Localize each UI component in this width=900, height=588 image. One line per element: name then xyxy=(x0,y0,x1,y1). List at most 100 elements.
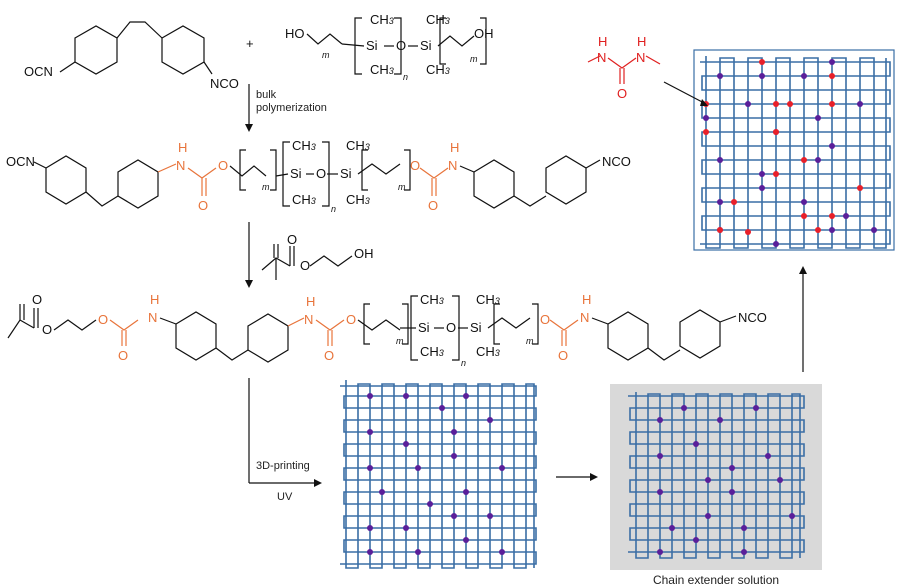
polymerization-label: polymerization xyxy=(256,102,327,114)
crosslink-dot xyxy=(451,453,457,459)
nh-n-label-2: N xyxy=(448,158,457,173)
prepolymer-structure: OCN H N O O m CH3 Si CH3 O n Si CH3 CH3 … xyxy=(6,138,631,214)
crosslink-dot xyxy=(403,525,409,531)
o-label-2: O xyxy=(316,166,326,181)
nh-n-label-5: N xyxy=(580,310,589,325)
crosslink-dot xyxy=(745,101,751,107)
crosslink-dot xyxy=(487,417,493,423)
chain-extender-solution-label: Chain extender solution xyxy=(653,573,779,587)
urea-crosslink-dot xyxy=(731,199,737,205)
ch3-top-4: CH3 xyxy=(346,138,370,153)
crosslink-dot xyxy=(741,525,747,531)
lattice-c-vertical xyxy=(705,56,887,249)
printed-lattice xyxy=(340,380,537,569)
crosslink-dot xyxy=(717,199,723,205)
m-sub-6: m xyxy=(526,336,534,346)
lattice-b-vertical xyxy=(635,392,801,559)
urea-crosslink-dot xyxy=(801,213,807,219)
lattice-vertical-weave xyxy=(345,380,535,569)
crosslink-dot xyxy=(705,513,711,519)
nh-n-label-3: N xyxy=(148,310,157,325)
crosslink-dot xyxy=(367,525,373,531)
ch3-top-2: CH3 xyxy=(426,12,450,27)
crosslink-dot xyxy=(499,549,505,555)
final-lattice xyxy=(693,49,895,251)
crosslink-dot xyxy=(427,501,433,507)
urea-crosslink-dot xyxy=(773,101,779,107)
uv-label: UV xyxy=(277,491,293,503)
crosslink-dot xyxy=(415,549,421,555)
nh-h-label-1: H xyxy=(178,140,187,155)
nh-n-label-4: N xyxy=(304,312,313,327)
urea-crosslink-dot xyxy=(745,229,751,235)
crosslink-dot xyxy=(657,549,663,555)
capped-polymer-structure: O O O O H N H N O O m CH3 Si CH3 O n xyxy=(7,292,767,368)
crosslink-dot xyxy=(705,477,711,483)
ester-o-4: O xyxy=(346,312,356,327)
crosslink-dot xyxy=(379,489,385,495)
crosslink-dot xyxy=(765,453,771,459)
urea-o: O xyxy=(617,86,627,101)
crosslink-dot xyxy=(773,241,779,247)
nh-h-label-4: H xyxy=(306,294,315,309)
ch3-bottom-3: CH3 xyxy=(292,192,316,207)
nco-label-1: NCO xyxy=(210,76,239,91)
n-sub-1: n xyxy=(403,72,408,82)
hema-ester-o: O xyxy=(300,258,310,273)
ch3-top-6: CH3 xyxy=(476,292,500,307)
crosslink-dot xyxy=(801,199,807,205)
ocn-label-1: OCN xyxy=(24,64,53,79)
crosslink-dot xyxy=(463,489,469,495)
urea-h-2: H xyxy=(637,34,646,49)
urea-crosslink-dot xyxy=(773,129,779,135)
crosslink-dot xyxy=(777,477,783,483)
crosslink-dot xyxy=(403,393,409,399)
o-label-3: O xyxy=(446,320,456,335)
urea-crosslink-dot xyxy=(857,185,863,191)
arrow-up-to-final xyxy=(799,266,807,372)
crosslink-dot xyxy=(451,513,457,519)
si-label-2: Si xyxy=(420,38,432,53)
si-label-3: Si xyxy=(290,166,302,181)
crosslink-dot xyxy=(451,429,457,435)
chain-extender-crosslink-dots xyxy=(657,405,795,555)
bulk-label: bulk xyxy=(256,89,277,101)
ch3-top-1: CH3 xyxy=(370,12,394,27)
crosslink-dot xyxy=(367,549,373,555)
arrow-3d-printing: 3D-printing UV xyxy=(248,378,322,503)
reactant-pdms-diol: HO m CH3 Si O CH3 n Si CH3 CH3 m OH xyxy=(285,12,494,82)
crosslink-dot xyxy=(367,393,373,399)
final-lattice-frame xyxy=(693,49,895,251)
arrow-to-chain-extender xyxy=(556,473,598,481)
printing-label: 3D-printing xyxy=(256,460,310,472)
nh-h-label-2: H xyxy=(450,140,459,155)
nh-n-label-1: N xyxy=(176,158,185,173)
crosslink-dot xyxy=(463,537,469,543)
urea-crosslink-dot xyxy=(829,213,835,219)
crosslink-dot xyxy=(843,213,849,219)
ch3-bottom-6: CH3 xyxy=(476,344,500,359)
lattice-c-horizontal xyxy=(700,61,891,245)
crosslink-dot xyxy=(415,465,421,471)
ester-o-1: O xyxy=(218,158,228,173)
urea-n-2: N xyxy=(636,50,645,65)
lattice-crosslink-dots xyxy=(367,393,505,555)
crosslink-dot xyxy=(499,465,505,471)
m-sub-2: m xyxy=(470,54,478,64)
arrow-bulk-polymerization: bulk polymerization xyxy=(245,84,327,132)
crosslink-dot xyxy=(829,227,835,233)
hema-structure: O O OH xyxy=(261,232,374,280)
ocn-label-2: OCN xyxy=(6,154,35,169)
crosslink-dot xyxy=(717,157,723,163)
crosslink-dot xyxy=(729,465,735,471)
nco-label-3: NCO xyxy=(738,310,767,325)
carbonyl-o-5: O xyxy=(558,348,568,363)
si-label-1: Si xyxy=(366,38,378,53)
n-sub-3: n xyxy=(461,358,466,368)
reactant-diisocyanate: OCN NCO xyxy=(24,21,239,91)
crosslink-dot xyxy=(367,429,373,435)
crosslink-dot xyxy=(403,441,409,447)
ho-label: HO xyxy=(285,26,305,41)
oh-label-1: OH xyxy=(474,26,494,41)
crosslink-dot xyxy=(815,157,821,163)
